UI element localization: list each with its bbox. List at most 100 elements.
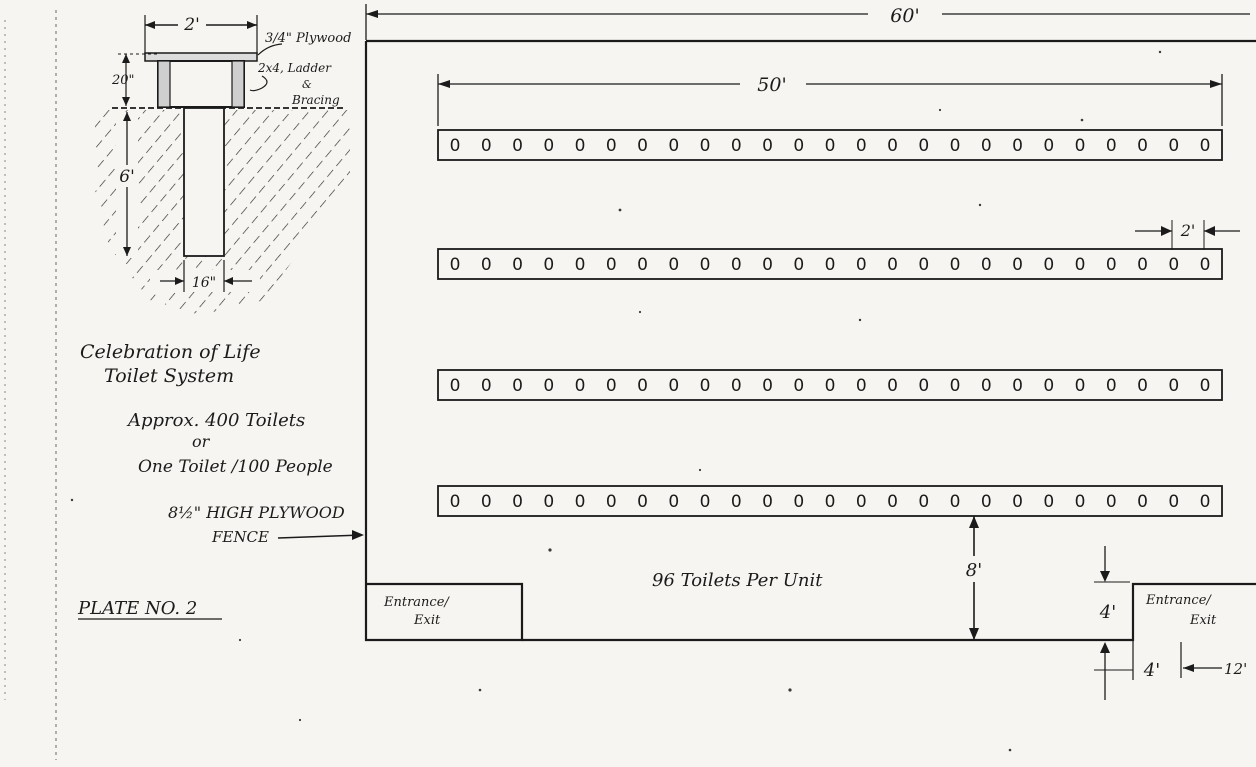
scan-speckles [70, 50, 1162, 752]
toilet-seat: 0 [1137, 376, 1148, 396]
arrow-head [1100, 642, 1110, 653]
plywood-label: 3/4" Plywood [265, 31, 351, 46]
notes: Celebration of Life Toilet System Approx… [77, 341, 364, 620]
toilet-seat: 0 [981, 376, 992, 396]
toilet-seat: 0 [731, 492, 742, 512]
arrow-head [224, 277, 233, 285]
toilet-seat: 0 [856, 376, 867, 396]
toilet-seat: 0 [918, 255, 929, 275]
toilet-seat: 0 [543, 492, 554, 512]
bracing-label-1: 2x4, Ladder [257, 61, 332, 75]
toilet-seat: 0 [793, 492, 804, 512]
toilet-seat: 0 [887, 255, 898, 275]
arrow-head [247, 21, 257, 29]
toilet-seat: 0 [606, 376, 617, 396]
toilet-seat: 0 [825, 136, 836, 156]
toilet-seat: 0 [668, 255, 679, 275]
toilet-seat: 0 [1012, 136, 1023, 156]
toilet-seat: 0 [856, 255, 867, 275]
toilet-seat: 0 [606, 136, 617, 156]
toilet-seat: 0 [450, 492, 461, 512]
arrow-head [1100, 571, 1110, 582]
section-width-label: 2' [183, 15, 200, 35]
toilet-seat: 0 [793, 376, 804, 396]
label-bg [178, 12, 206, 34]
toilet-seat: 0 [887, 492, 898, 512]
toilet-seat: 0 [481, 136, 492, 156]
approx-line-1: Approx. 400 Toilets [126, 410, 305, 431]
toilet-seat: 0 [668, 136, 679, 156]
toilet-seat: 0 [1012, 255, 1023, 275]
toilet-seat: 0 [1200, 255, 1211, 275]
arrow-head [122, 97, 130, 106]
toilet-seat: 0 [1075, 492, 1086, 512]
toilet-seat: 0 [543, 376, 554, 396]
toilet-row-3 [437, 369, 1223, 401]
entrance-right-line-2: Exit [1189, 613, 1217, 628]
offset-label: 12' [1224, 660, 1247, 678]
toilet-seat: 0 [512, 136, 523, 156]
system-title-line-1: Celebration of Life [80, 341, 261, 363]
arrow-head [1204, 226, 1215, 236]
toilet-seat: 0 [887, 376, 898, 396]
toilet-row-1 [437, 129, 1223, 161]
toilet-seat: 0 [1075, 255, 1086, 275]
toilet-seat: 0 [918, 376, 929, 396]
pit-depth-label: 6' [119, 167, 135, 187]
arrow-head [352, 530, 364, 540]
toilet-seat: 0 [1168, 136, 1179, 156]
bracing-leader [249, 75, 268, 92]
fence-leader [277, 534, 363, 539]
toilet-seat: 0 [1168, 492, 1179, 512]
arrow-head [366, 10, 378, 18]
toilet-seat: 0 [700, 255, 711, 275]
toilet-seat: 0 [637, 255, 648, 275]
toilet-seat: 0 [793, 255, 804, 275]
overall-width-label: 60' [890, 5, 919, 27]
toilet-seat: 0 [450, 376, 461, 396]
toilet-seat: 0 [668, 376, 679, 396]
toilet-seat: 0 [512, 376, 523, 396]
toilet-seat: 0 [856, 492, 867, 512]
arrow-head [145, 21, 155, 29]
fence-line-2: FENCE [211, 528, 269, 546]
toilet-seat: 0 [512, 255, 523, 275]
toilet-seat: 0 [1106, 255, 1117, 275]
toilet-seat: 0 [825, 376, 836, 396]
arrow-head [969, 516, 979, 528]
toilet-seat: 0 [1075, 136, 1086, 156]
toilet-seat: 0 [1106, 136, 1117, 156]
toilet-seat: 0 [825, 255, 836, 275]
toilet-seat: 0 [700, 136, 711, 156]
toilet-seat: 0 [1106, 376, 1117, 396]
label-bg [868, 2, 942, 26]
toilet-seat: 0 [512, 492, 523, 512]
approx-or: or [192, 432, 211, 451]
gap-left-label: 4' [1099, 602, 1116, 623]
toilet-seat: 0 [1137, 136, 1148, 156]
toilet-seat: 0 [762, 136, 773, 156]
toilet-seat: 0 [950, 136, 961, 156]
toilet-seat: 0 [700, 492, 711, 512]
toilet-seat: 0 [1106, 492, 1117, 512]
plywood-leader [257, 43, 283, 56]
bracing-label-3: Bracing [291, 93, 340, 107]
toilet-seat: 0 [575, 255, 586, 275]
per-unit-label: 96 Toilets Per Unit [652, 570, 823, 591]
toilet-seat: 0 [1075, 376, 1086, 396]
pit-width-label: 16" [192, 275, 216, 291]
arrow-head [123, 247, 131, 256]
toilet-seat: 0 [1137, 255, 1148, 275]
arrow-head [1183, 664, 1194, 672]
toilet-seat: 0 [1168, 376, 1179, 396]
toilet-seat: 0 [1200, 136, 1211, 156]
toilet-row-2 [437, 248, 1223, 280]
label-bg [117, 165, 137, 187]
toilet-seat: 0 [575, 136, 586, 156]
toilet-seat: 0 [981, 492, 992, 512]
toilet-seat: 0 [575, 376, 586, 396]
toilet-seat: 0 [1043, 255, 1054, 275]
toilet-seat: 0 [731, 376, 742, 396]
